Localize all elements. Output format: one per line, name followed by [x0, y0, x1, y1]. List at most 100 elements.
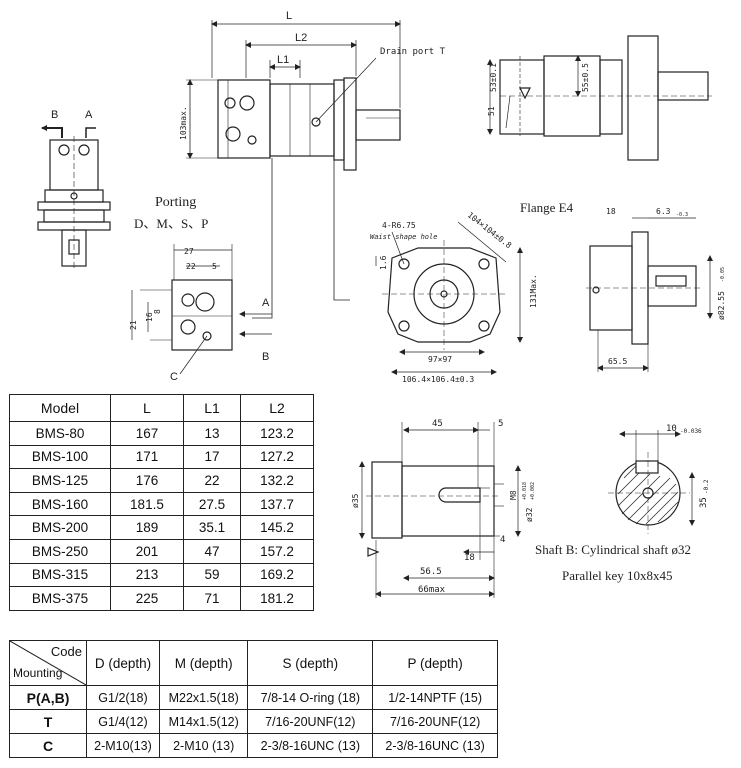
dimension-cell: 181.5 — [110, 491, 184, 517]
mounting-cell: T — [9, 709, 87, 734]
model-name-cell: BMS-160 — [9, 491, 111, 517]
dimension-cell: 13 — [182, 421, 242, 446]
model-name-cell: BMS-315 — [9, 562, 111, 588]
thread-spec-cell: M22x1.5(18) — [158, 685, 249, 710]
flange-side-dim-8255-tol: -0.05 — [720, 267, 726, 282]
corner-diagonal — [10, 641, 86, 685]
dim-51-label: 51 — [487, 106, 496, 116]
flange-holes-sub: Waist shape hole — [370, 233, 437, 241]
dimension-cell: 169.2 — [240, 562, 314, 588]
flange-dim-16: 1.6 — [379, 255, 388, 270]
mount-table-corner: Code Mounting — [9, 640, 87, 686]
dimension-cell: 123.2 — [240, 421, 314, 446]
dim-103-label: 103max. — [179, 106, 188, 140]
porting-dim-27: 27 — [184, 247, 194, 256]
dimension-cell: 71 — [182, 586, 242, 611]
flange-side-dim-63: 6.3 — [656, 207, 671, 216]
porting-codes: D、M、S、P — [134, 216, 208, 231]
flange-side-dim-63-tol: -0.3 — [676, 212, 688, 218]
dimension-cell: 189 — [110, 515, 184, 540]
dimension-cell: 201 — [110, 538, 184, 564]
porting-a-label: A — [262, 297, 270, 309]
shaft-dim-m8: M8 — [509, 490, 518, 500]
table-row: P(A,B)G1/2(18)M22x1.5(18)7/8-14 O-ring (… — [9, 685, 498, 710]
thread-spec-cell: G1/2(18) — [86, 685, 160, 710]
thread-spec-cell: G1/4(12) — [86, 709, 160, 734]
dim-l-label: L — [286, 10, 292, 22]
flange-side-dim-8255: ø82.55 — [717, 291, 726, 320]
flange-dim-104: 104×104±0.8 — [466, 210, 513, 250]
flange-e4-title: Flange E4 — [520, 200, 574, 215]
model-table-header: L1 — [182, 394, 242, 422]
thread-spec-cell: 1/2-14NPTF (15) — [372, 685, 498, 710]
dimension-cell: 157.2 — [240, 538, 314, 564]
porting-dim-5: 5 — [212, 262, 217, 271]
flange-dim-131: 131Max. — [529, 274, 538, 308]
thread-spec-cell: 2-3/8-16UNC (13) — [372, 733, 498, 758]
mount-table-header: P (depth) — [372, 640, 498, 686]
dimension-cell: 137.7 — [240, 491, 314, 517]
thread-spec-cell: 7/16-20UNF(12) — [372, 709, 498, 734]
porting-dim-8: 8 — [153, 309, 162, 314]
model-table-header: Model — [9, 394, 111, 422]
model-table-header-row: Model L L1 L2 — [9, 394, 314, 422]
dimension-cell: 127.2 — [240, 444, 314, 470]
porting-dim-16: 16 — [145, 312, 154, 322]
keyway-dim-10: 10 — [666, 424, 677, 434]
shaft-caption-line2: Parallel key 10x8x45 — [562, 568, 672, 583]
flange-holes-label: 4-R6.75 — [382, 221, 416, 230]
mount-table-body: P(A,B)G1/2(18)M22x1.5(18)7/8-14 O-ring (… — [9, 685, 498, 758]
dimension-cell: 176 — [110, 468, 184, 493]
dim-l1-label: L1 — [277, 54, 289, 66]
model-name-cell: BMS-80 — [9, 421, 111, 446]
thread-spec-cell: 2-3/8-16UNC (13) — [247, 733, 374, 758]
shaft-view — [359, 422, 521, 598]
corner-code-label: Code — [50, 644, 82, 659]
shaft-dim-565: 56.5 — [420, 567, 442, 577]
porting-dim-22: 22 — [186, 262, 196, 271]
shaft-dim-32-tol-dn: +0.002 — [530, 482, 536, 500]
dimension-cell: 145.2 — [240, 515, 314, 540]
keyway-dim-10-tol: -0.036 — [680, 428, 702, 435]
shaft-dim-66: 66max — [418, 585, 446, 595]
flange-dim-106: 106.4×106.4±0.3 — [402, 375, 474, 384]
dimension-cell: 225 — [110, 586, 184, 611]
model-name-cell: BMS-250 — [9, 538, 111, 564]
model-table-header: L — [110, 394, 184, 422]
porting-b-label: B — [262, 351, 269, 363]
dim-55-label: 55±0.5 — [581, 63, 590, 92]
shaft-dim-45: 45 — [432, 419, 443, 429]
model-name-cell: BMS-375 — [9, 586, 111, 611]
keyway-dim-35-tol: -0.2 — [703, 479, 710, 494]
rotation-view — [37, 125, 111, 270]
thread-spec-cell: 2-M10(13) — [86, 733, 160, 758]
model-table-header: L2 — [240, 394, 314, 422]
dimension-cell: 47 — [182, 538, 242, 564]
mount-table-header: D (depth) — [86, 640, 160, 686]
dimension-cell: 167 — [110, 421, 184, 446]
dimension-cell: 59 — [182, 562, 242, 588]
flange-front-view — [375, 221, 523, 375]
shaft-dim-32-tol-up: +0.018 — [522, 482, 528, 500]
shaft-dim-35: ø35 — [351, 493, 360, 508]
dimension-cell: 17 — [182, 444, 242, 470]
shaft-dim-4: 4 — [500, 535, 505, 545]
mount-table-header-row: Code Mounting D (depth) M (depth) S (dep… — [9, 640, 498, 686]
dimension-cell: 22 — [182, 468, 242, 493]
dim-53-label: 53±0.1 — [489, 63, 498, 92]
keyway-dim-35: 35 — [699, 497, 709, 508]
model-name-cell: BMS-200 — [9, 515, 111, 540]
corner-mounting-label: Mounting — [13, 666, 63, 680]
flange-side-dim-18: 18 — [606, 207, 616, 216]
shaft-caption-line1: Shaft B: Cylindrical shaft ø32 — [535, 542, 691, 557]
